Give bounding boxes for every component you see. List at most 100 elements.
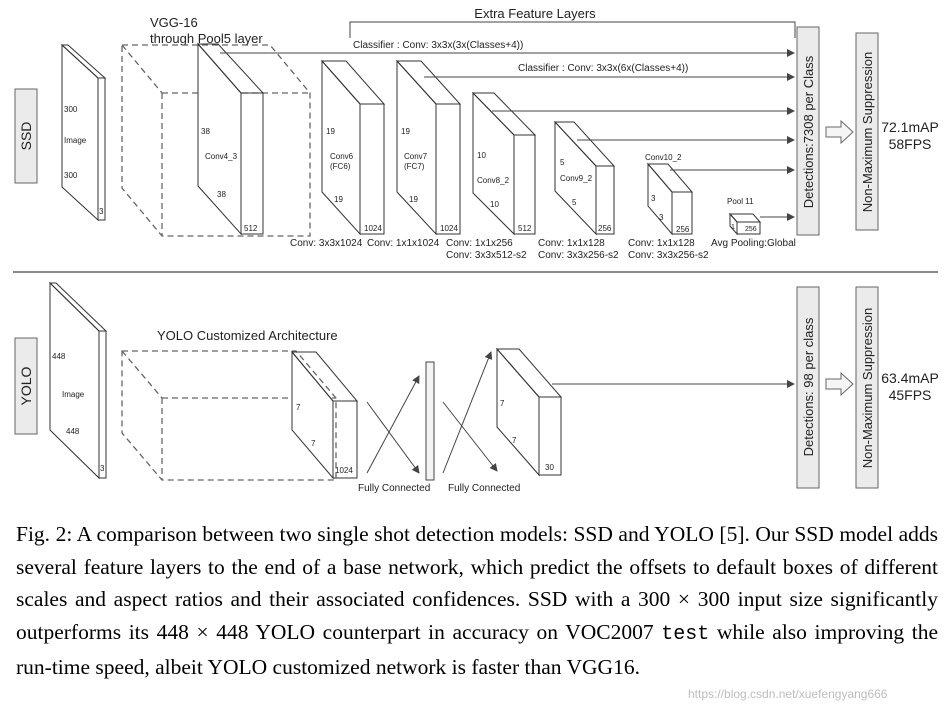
extra-layers-label: Extra Feature Layers <box>474 6 596 21</box>
yolo-image-bottom-dim: 448 <box>66 427 80 436</box>
conv6-layer <box>320 59 386 236</box>
yolo-feature-layer <box>290 350 359 480</box>
yolo-image-layer <box>48 281 108 480</box>
yolo-side-label: YOLO <box>18 366 34 405</box>
pool11-depth: 256 <box>745 226 757 233</box>
below-conv10-a: Conv: 1x1x128 <box>628 238 695 249</box>
yolo-feature-depth: 1024 <box>335 466 353 475</box>
yolo-detections-box <box>796 286 820 489</box>
below-conv7: Conv: 1x1x1024 <box>367 238 440 249</box>
conv7-name-2: (FC7) <box>404 162 425 171</box>
conv4-3-top-dim: 38 <box>201 127 210 136</box>
fc2-arrow-down <box>442 401 498 472</box>
conv10-2-name: Conv10_2 <box>645 153 682 162</box>
conv4-3-bottom-dim: 38 <box>217 190 226 199</box>
conv7-bottom-dim: 19 <box>409 195 418 204</box>
below-conv9-b: Conv: 3x3x256-s2 <box>538 250 619 261</box>
conv9-2-bottom-dim: 5 <box>572 198 577 207</box>
conv6-name-1: Conv6 <box>330 152 354 161</box>
conv4-3-depth: 512 <box>244 224 258 233</box>
yolo-nms-label: Non-Maximum Suppression <box>860 308 875 468</box>
conv10-2-top-dim: 3 <box>651 194 656 203</box>
fc1-arrow-up <box>366 375 420 474</box>
vgg-label-2: through Pool5 layer <box>150 31 263 46</box>
yolo-side-box <box>14 337 38 435</box>
yolo-arch-label: YOLO Customized Architecture <box>157 328 338 343</box>
watermark: https://blog.csdn.net/xuefengyang666 <box>688 687 888 701</box>
below-conv6: Conv: 3x3x1024 <box>290 238 363 249</box>
classifier-label-1: Classifier : Conv: 3x3x(3x(Classes+4)) <box>353 40 523 51</box>
conv8-2-depth: 512 <box>518 224 532 233</box>
conv6-depth: 1024 <box>364 224 382 233</box>
ssd-yolo-diagram: SSD VGG-16 through Pool5 layer Extra Fea… <box>13 6 939 494</box>
yolo-output-bottom-dim: 7 <box>512 436 517 445</box>
conv9-2-name: Conv9_2 <box>560 174 593 183</box>
conv4-3-name: Conv4_3 <box>205 152 238 161</box>
conv9-2-depth: 256 <box>598 224 612 233</box>
ssd-map: 72.1mAP <box>881 119 939 135</box>
conv9-2-layer <box>553 120 616 236</box>
conv7-name-1: Conv7 <box>404 152 428 161</box>
yolo-row: YOLO 448 Image 448 3 YOLO Customized Arc… <box>14 281 939 494</box>
ssd-side-box <box>14 88 38 184</box>
conv8-2-layer <box>471 91 537 236</box>
ssd-image-layer <box>60 43 107 222</box>
ssd-fps: 58FPS <box>889 136 932 152</box>
caption-code: test <box>661 622 710 646</box>
yolo-image-top-dim: 448 <box>52 352 66 361</box>
pool11-top-dim: 1 <box>731 224 735 231</box>
yolo-nms-box <box>855 286 879 489</box>
ssd-image-top-dim: 300 <box>64 105 78 114</box>
yolo-feature-top-dim: 7 <box>296 403 301 412</box>
yolo-detections-label: Detections: 98 per class <box>801 317 816 456</box>
yolo-block-arrow <box>825 371 854 397</box>
yolo-fps: 45FPS <box>889 387 932 403</box>
yolo-image-name: Image <box>62 390 85 399</box>
yolo-feature-bottom-dim: 7 <box>311 439 316 448</box>
caption-part-2: while also improving the run-time speed,… <box>16 619 939 680</box>
below-conv9-a: Conv: 1x1x128 <box>538 238 605 249</box>
extra-layers-bracket <box>349 21 796 38</box>
conv10-2-layer <box>646 162 694 236</box>
conv8-2-bottom-dim: 10 <box>490 200 499 209</box>
fc1-label: Fully Connected <box>358 483 430 494</box>
ssd-nms-box <box>855 32 879 231</box>
ssd-row: SSD VGG-16 through Pool5 layer Extra Fea… <box>14 6 939 261</box>
conv6-bottom-dim: 19 <box>334 195 343 204</box>
fc1-arrow-down <box>366 401 420 474</box>
conv10-2-depth: 256 <box>676 225 690 234</box>
ssd-side-label: SSD <box>18 122 34 151</box>
yolo-image-depth: 3 <box>100 464 105 473</box>
classifier-label-2: Classifier : Conv: 3x3x(6x(Classes+4)) <box>518 63 688 74</box>
conv9-2-top-dim: 5 <box>560 158 565 167</box>
vgg-label-1: VGG-16 <box>150 15 198 30</box>
below-pool: Avg Pooling:Global <box>711 238 796 249</box>
conv8-2-top-dim: 10 <box>477 151 486 160</box>
figure-caption: Fig. 2: A comparison between two single … <box>16 518 938 684</box>
pool11-name: Pool 11 <box>727 197 754 206</box>
fc2-arrow-up <box>442 351 493 474</box>
conv7-layer <box>395 59 462 236</box>
below-conv10-b: Conv: 3x3x256-s2 <box>628 250 709 261</box>
conv7-depth: 1024 <box>440 224 458 233</box>
conv4-3-layer <box>196 42 265 236</box>
ssd-image-depth: 3 <box>99 207 104 216</box>
ssd-image-bottom-dim: 300 <box>64 171 78 180</box>
yolo-map: 63.4mAP <box>881 370 939 386</box>
conv7-top-dim: 19 <box>401 127 410 136</box>
yolo-output-layer <box>495 347 563 477</box>
caption-part-1: Fig. 2: A comparison between two single … <box>16 522 938 644</box>
fc2-label: Fully Connected <box>448 483 520 494</box>
below-conv8-a: Conv: 1x1x256 <box>446 238 513 249</box>
ssd-detections-label: Detections:7308 per Class <box>801 55 816 208</box>
ssd-block-arrow <box>825 119 854 145</box>
yolo-output-depth: 30 <box>545 463 554 472</box>
ssd-image-name: Image <box>64 136 87 145</box>
yolo-output-top-dim: 7 <box>500 399 505 408</box>
fc-vector <box>425 361 435 481</box>
conv8-2-name: Conv8_2 <box>477 176 510 185</box>
conv6-name-2: (FC6) <box>330 162 351 171</box>
ssd-detections-box <box>796 26 820 236</box>
conv6-top-dim: 19 <box>326 127 335 136</box>
pool11-layer <box>728 212 762 236</box>
